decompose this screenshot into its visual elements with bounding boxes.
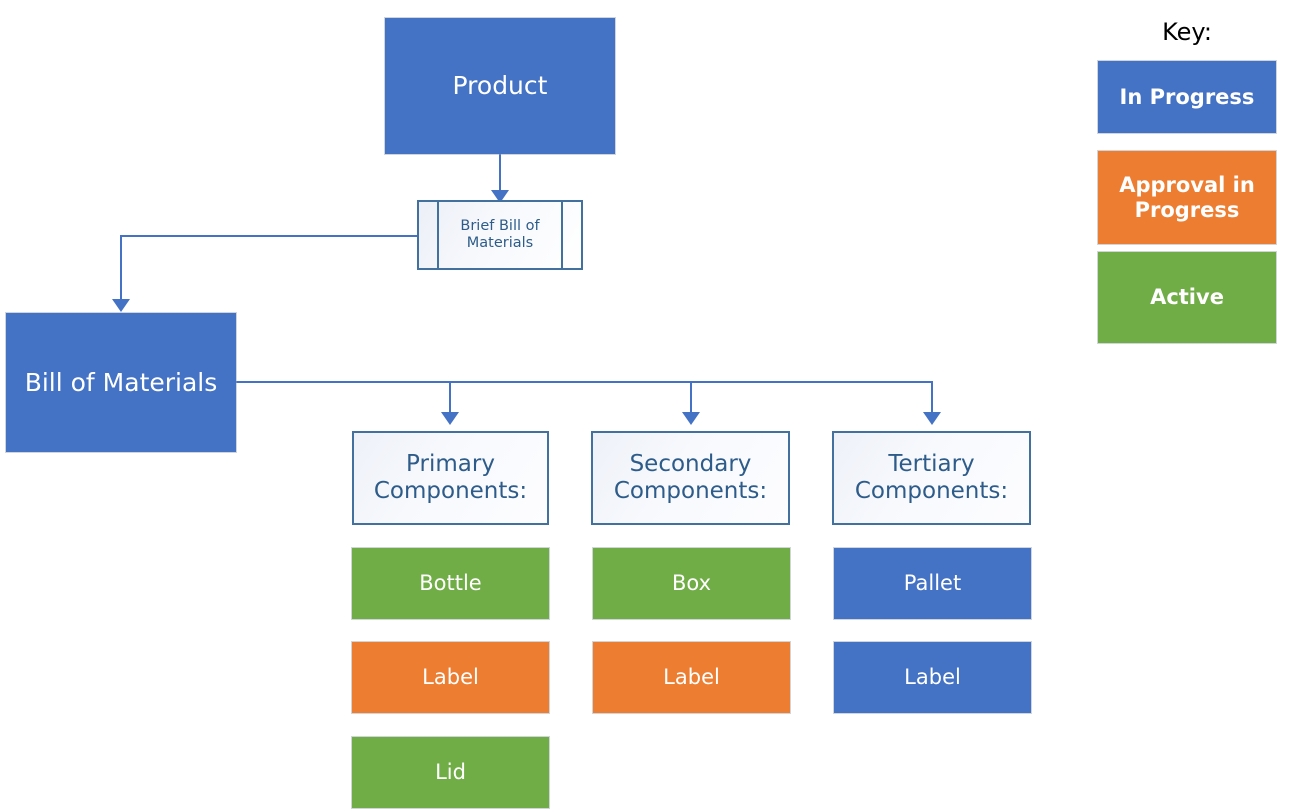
node-product-label: Product [452, 71, 548, 101]
arrowhead-secondary-components [682, 412, 700, 425]
node-secondary-components-header[interactable]: Secondary Components: [591, 431, 790, 525]
node-tertiary-item-pallet[interactable]: Pallet [834, 548, 1031, 619]
arrowhead-brief-bom [491, 190, 509, 203]
node-primary-item-lid[interactable]: Lid [352, 737, 549, 808]
key-item-approval-in-progress: Approval in Progress [1098, 151, 1276, 244]
arrowhead-bill-of-materials [112, 299, 130, 312]
node-primary-item-label-text: Label [422, 665, 479, 690]
node-tertiary-item-label[interactable]: Label [834, 642, 1031, 713]
node-brief-bill-of-materials[interactable]: Brief Bill of Materials [417, 200, 583, 270]
node-bill-of-materials[interactable]: Bill of Materials [6, 313, 236, 452]
node-secondary-item-box-label: Box [671, 571, 712, 596]
connector-bom-branch-primary [449, 381, 451, 414]
node-primary-item-label[interactable]: Label [352, 642, 549, 713]
connector-product-to-brief-bom [499, 153, 501, 193]
key-item-active-label: Active [1150, 285, 1224, 310]
node-primary-item-bottle-label: Bottle [419, 571, 482, 596]
node-secondary-item-box[interactable]: Box [593, 548, 790, 619]
key-item-in-progress: In Progress [1098, 61, 1276, 133]
arrowhead-tertiary-components [923, 412, 941, 425]
connector-bom-branch-secondary [690, 381, 692, 414]
key-title: Key: [1162, 18, 1212, 46]
node-tertiary-item-pallet-label: Pallet [903, 571, 962, 596]
node-primary-item-lid-label: Lid [435, 760, 466, 785]
node-secondary-item-label-text: Label [663, 665, 720, 690]
key-item-approval-in-progress-label: Approval in Progress [1119, 172, 1255, 222]
node-primary-components-header[interactable]: Primary Components: [352, 431, 549, 525]
node-brief-bill-of-materials-label: Brief Bill of Materials [460, 217, 540, 251]
arrowhead-primary-components [441, 412, 459, 425]
node-bill-of-materials-label: Bill of Materials [24, 367, 218, 397]
connector-bom-branch-tertiary [931, 381, 933, 414]
node-tertiary-components-header[interactable]: Tertiary Components: [832, 431, 1031, 525]
node-product[interactable]: Product [385, 18, 615, 154]
predefined-process-bar-left [437, 200, 439, 270]
node-tertiary-item-label-text: Label [904, 665, 961, 690]
node-secondary-item-label[interactable]: Label [593, 642, 790, 713]
connector-brief-bom-elbow-horizontal [120, 235, 418, 237]
key-item-active: Active [1098, 252, 1276, 343]
key-item-in-progress-label: In Progress [1119, 84, 1255, 109]
predefined-process-bar-right [561, 200, 563, 270]
predefined-process-shell [417, 200, 583, 270]
connector-bom-trunk [236, 381, 933, 383]
connector-brief-bom-elbow-vertical [120, 235, 122, 301]
node-primary-item-bottle[interactable]: Bottle [352, 548, 549, 619]
